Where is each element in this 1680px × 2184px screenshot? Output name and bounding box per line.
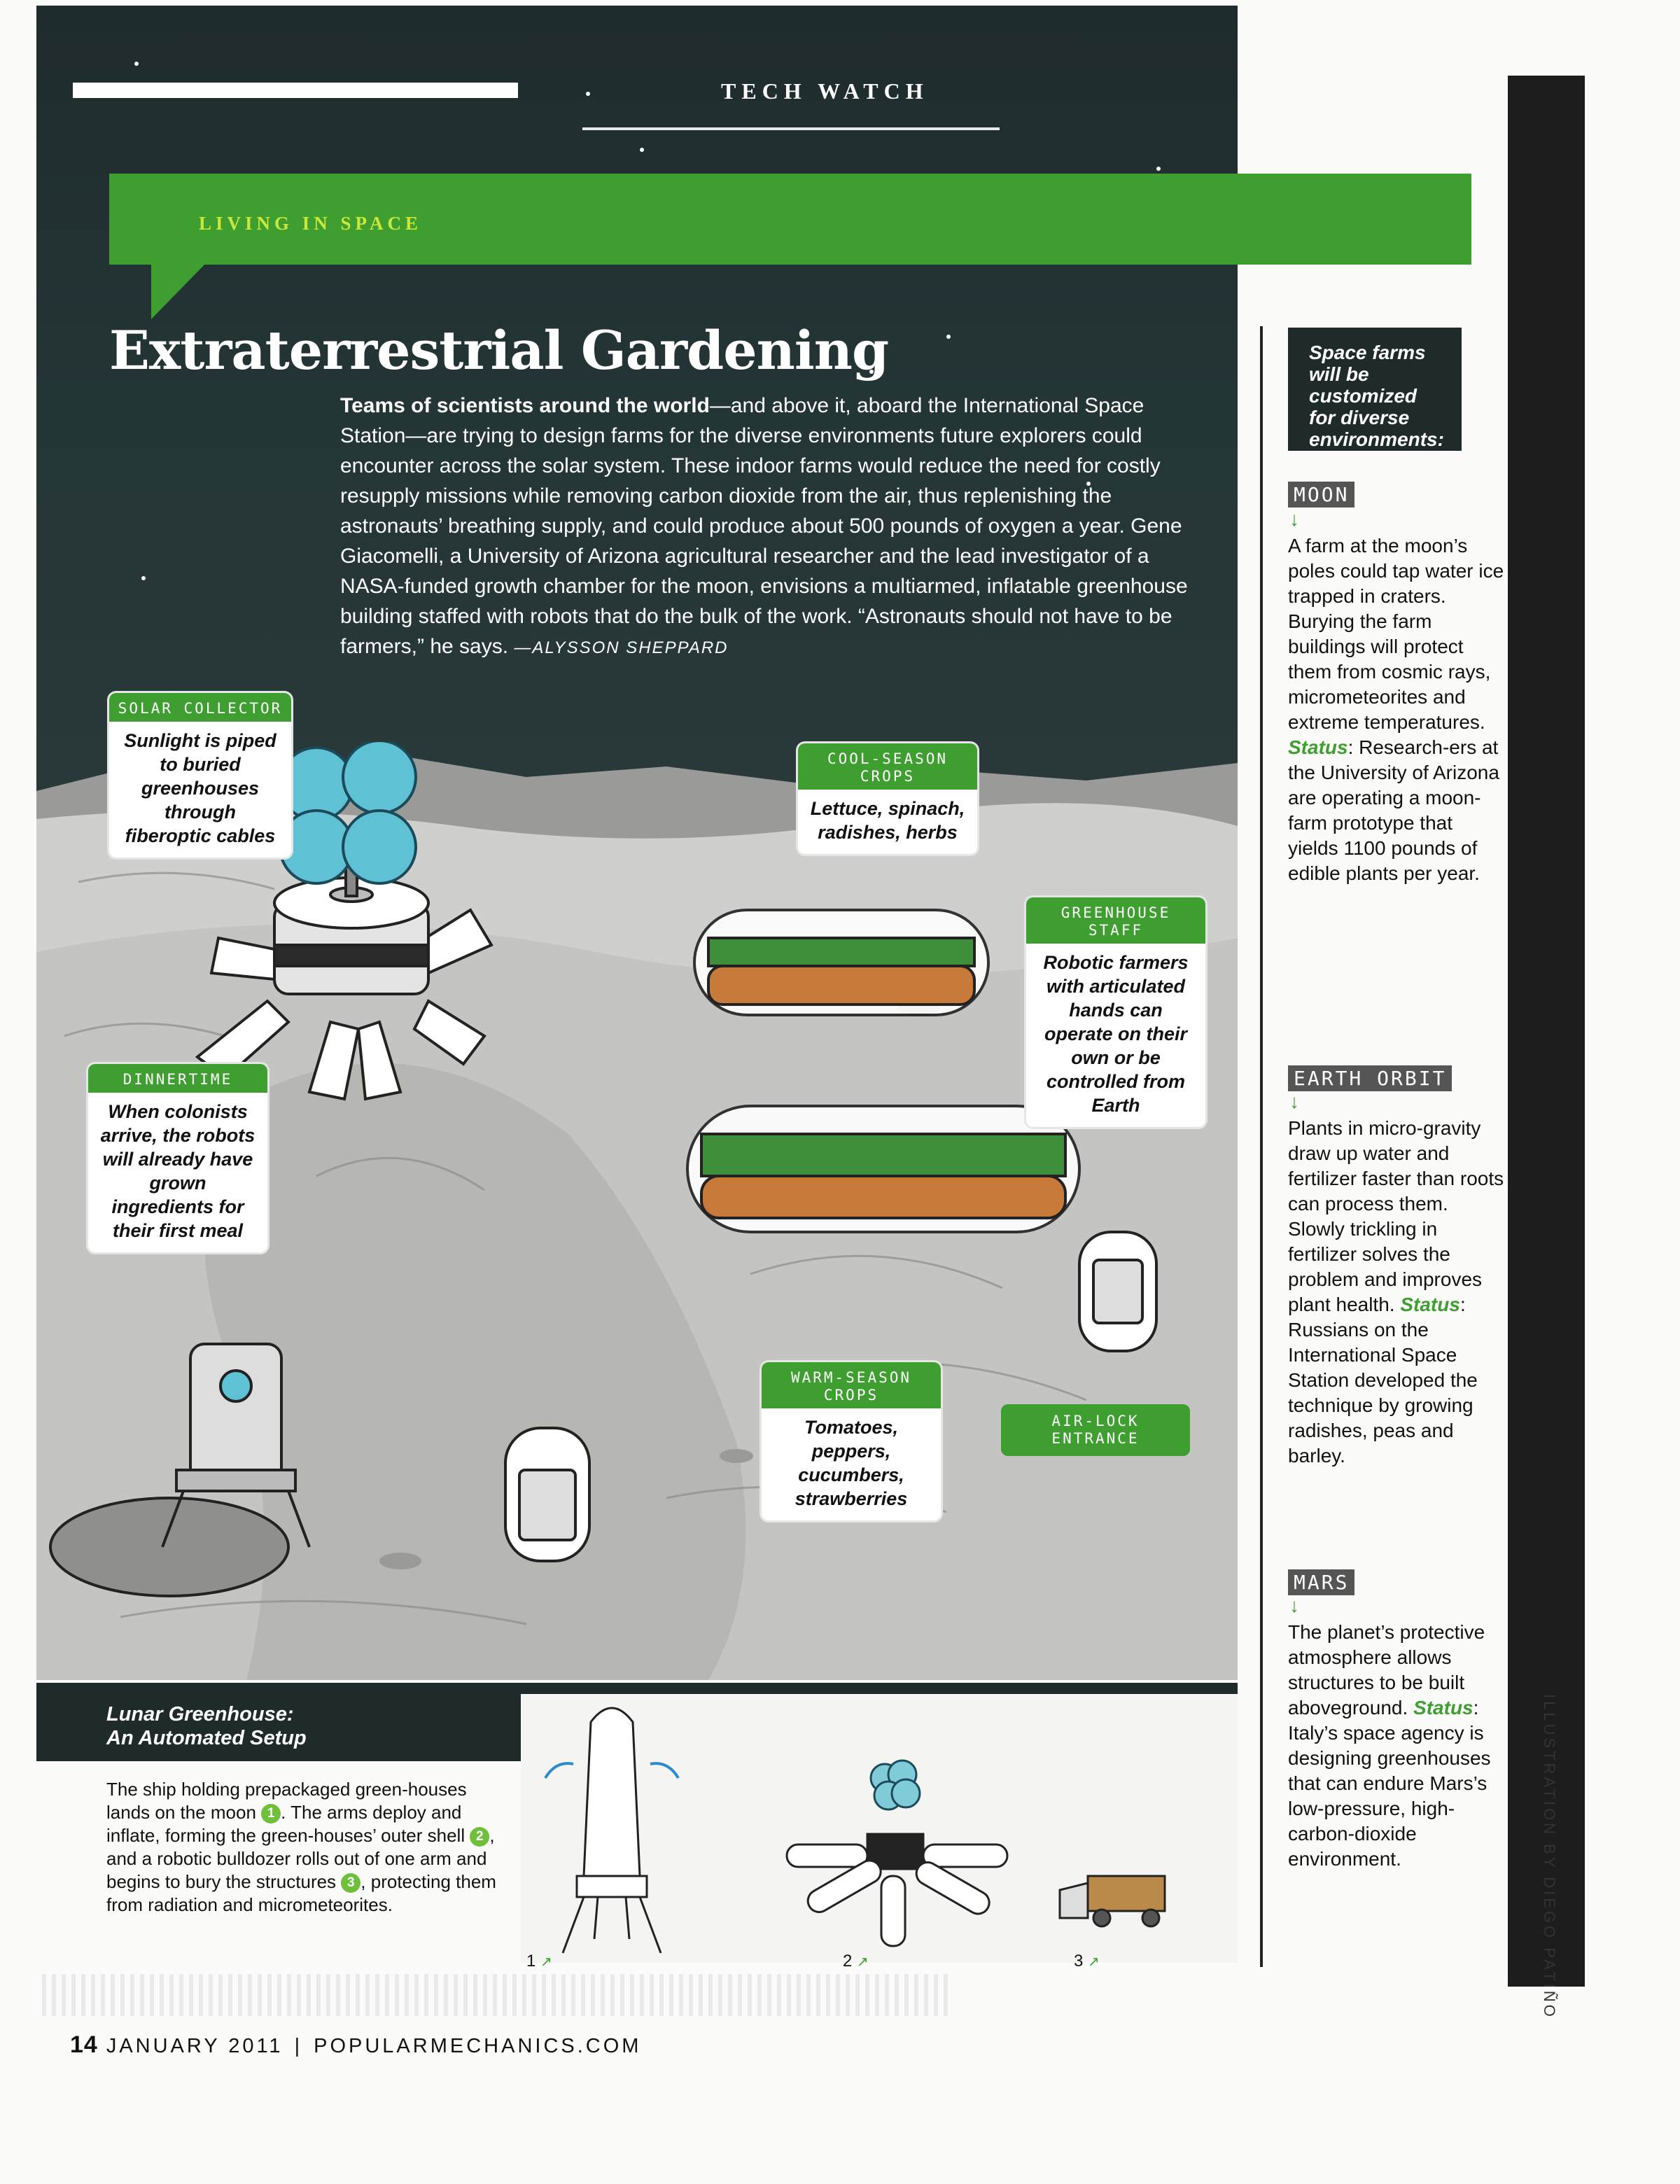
step-number-badge: 2 <box>470 1827 490 1847</box>
star-decoration <box>640 148 644 152</box>
article-headline: Extraterrestrial Gardening <box>109 319 889 382</box>
arrow-down-icon: ↓ <box>1289 508 1299 530</box>
callout-tag: DINNERTIME <box>88 1064 267 1093</box>
footer-website[interactable]: POPULARMECHANICS.COM <box>314 2035 642 2057</box>
sidebar-dark-strip <box>1508 76 1585 1987</box>
sidebar-status-text: : Russians on the International Space St… <box>1288 1294 1478 1466</box>
arrow-down-icon: ↓ <box>1289 1595 1299 1616</box>
page-number: 14 <box>70 2031 98 2058</box>
callout-solar-collector: SOLAR COLLECTOR Sunlight is piped to bur… <box>109 693 291 858</box>
sidebar-text: The planet’s protective atmosphere allow… <box>1288 1621 1485 1718</box>
callout-text: Tomatoes, peppers, cucumbers, strawberri… <box>794 1417 908 1509</box>
callout-text: Lettuce, spinach, radishes, herbs <box>810 798 965 843</box>
sidebar-tag-moon: MOON <box>1288 482 1355 507</box>
byline: —ALYSSON SHEPPARD <box>514 638 729 657</box>
star-decoration <box>869 370 874 374</box>
sidebar-rule <box>1260 326 1263 1967</box>
setup-title-line-2: An Automated Setup <box>106 1727 307 1749</box>
setup-sequence-illustration <box>521 1694 1238 1963</box>
intro-lead: Teams of scientists around the world <box>340 394 710 417</box>
sidebar-text: Plants in micro-gravity draw up water an… <box>1288 1117 1504 1315</box>
step-number-badge: 1 <box>261 1804 281 1824</box>
step-number: 2 <box>843 1952 853 1970</box>
sidebar-status-text: : Research-ers at the University of Ariz… <box>1288 736 1499 884</box>
callout-tag: COOL-SEASON CROPS <box>798 743 977 790</box>
callout-cool-season-crops: COOL-SEASON CROPS Lettuce, spinach, radi… <box>798 743 977 854</box>
status-label: Status <box>1413 1697 1474 1718</box>
sidebar-heading: Space farms will be customized for diver… <box>1288 328 1462 451</box>
setup-title-line-1: Lunar Greenhouse: <box>106 1703 294 1726</box>
sidebar-body-mars: The planet’s protective atmosphere allow… <box>1288 1620 1505 1872</box>
sidebar-tag-mars: MARS <box>1288 1569 1355 1595</box>
illustration-credit: ILLUSTRATION BY DIEGO PATIÑO <box>1541 1694 1558 2019</box>
star-decoration <box>1156 167 1161 171</box>
banner-notch <box>151 260 209 319</box>
sidebar-text: A farm at the moon’s poles could tap wat… <box>1288 535 1504 733</box>
article-intro: Teams of scientists around the world—and… <box>340 391 1208 663</box>
page-footer: 14 JANUARY 2011 | POPULARMECHANICS.COM <box>70 2031 641 2059</box>
setup-text-part: , and a robotic bulldozer rolls out of o… <box>106 1825 495 1892</box>
callout-greenhouse-staff: GREENHOUSE STAFF Robotic farmers with ar… <box>1026 897 1205 1127</box>
issue-date: JANUARY 2011 <box>106 2035 284 2057</box>
top-rule-white <box>73 83 518 98</box>
arrow-down-icon: ↓ <box>1289 1091 1299 1112</box>
step-number-badge: 3 <box>341 1873 361 1893</box>
step-3-label: 3 ↗ <box>1074 1952 1100 1971</box>
setup-text-part: . The arms deploy and inflate, forming t… <box>106 1802 470 1846</box>
arrow-up-right-icon: ↗ <box>857 1954 869 1970</box>
step-number: 1 <box>526 1952 536 1970</box>
section-banner <box>109 174 1471 265</box>
callout-tag: SOLAR COLLECTOR <box>109 693 291 722</box>
setup-text-part: The ship holding prepackaged green-house… <box>106 1779 467 1823</box>
callout-dinnertime: DINNERTIME When colonists arrive, the ro… <box>88 1064 267 1252</box>
status-label: Status <box>1288 736 1348 758</box>
footer-separator: | <box>294 2035 303 2057</box>
callout-airlock-entrance: AIR-LOCK ENTRANCE <box>1001 1404 1190 1456</box>
callout-text: When colonists arrive, the robots will a… <box>100 1101 255 1241</box>
setup-text-part: , protecting them from radiation and mic… <box>106 1871 496 1915</box>
callout-tag: WARM-SEASON CROPS <box>762 1362 941 1408</box>
step-1-label: 1 ↗ <box>526 1952 552 1971</box>
star-decoration <box>1086 482 1091 486</box>
bleed-through-texture <box>42 1974 952 2016</box>
star-decoration <box>141 576 146 580</box>
star-decoration <box>586 92 590 96</box>
setup-description: The ship holding prepackaged green-house… <box>106 1778 498 1917</box>
sidebar-tag-earth-orbit: EARTH ORBIT <box>1288 1065 1452 1091</box>
star-decoration <box>946 335 951 339</box>
sidebar-status-text: : Italy’s space agency is designing gree… <box>1288 1697 1491 1870</box>
step-number: 3 <box>1074 1952 1084 1970</box>
banner-label: LIVING IN SPACE <box>199 213 423 234</box>
sidebar-body-earth-orbit: Plants in micro-gravity draw up water an… <box>1288 1116 1505 1469</box>
intro-body: —and above it, aboard the International … <box>340 394 1188 658</box>
callout-text: Sunlight is piped to buried greenhouses … <box>124 730 276 846</box>
section-rule <box>582 127 1000 130</box>
status-label: Status <box>1400 1294 1460 1315</box>
arrow-up-right-icon: ↗ <box>540 1954 552 1970</box>
setup-title: Lunar Greenhouse: An Automated Setup <box>106 1702 307 1750</box>
callout-text: Robotic farmers with articulated hands c… <box>1043 952 1189 1116</box>
star-decoration <box>134 62 139 66</box>
arrow-up-right-icon: ↗ <box>1088 1954 1100 1970</box>
callout-tag: GREENHOUSE STAFF <box>1026 897 1205 944</box>
step-2-label: 2 ↗ <box>843 1952 869 1971</box>
section-label: TECH WATCH <box>721 78 929 104</box>
sidebar-body-moon: A farm at the moon’s poles could tap wat… <box>1288 533 1505 886</box>
callout-warm-season-crops: WARM-SEASON CROPS Tomatoes, peppers, cuc… <box>762 1362 941 1520</box>
